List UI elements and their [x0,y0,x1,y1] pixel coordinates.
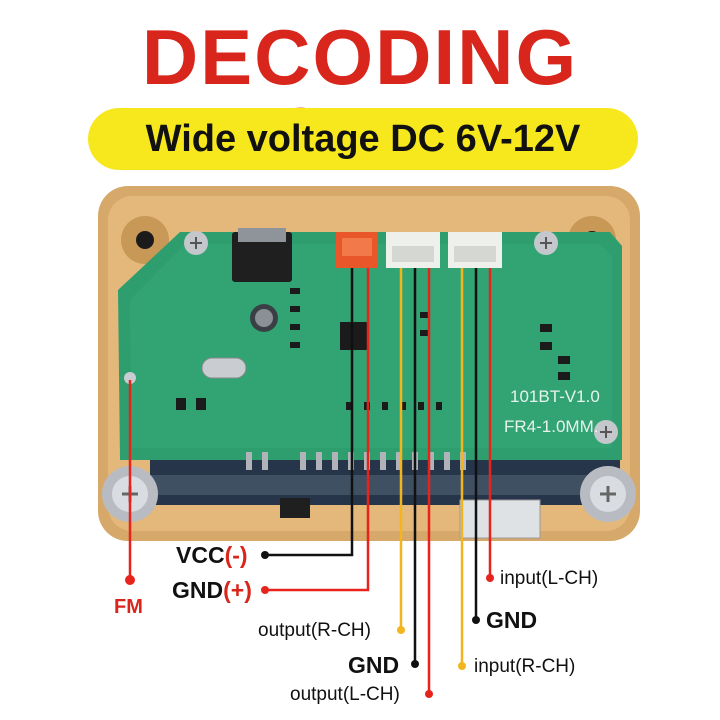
crystal [201,357,247,379]
gnd-left-name: GND [172,577,224,603]
regulator [232,232,292,282]
usb-port [459,499,541,539]
label-output-l: output(L-CH) [290,684,400,705]
voltage-badge: Wide voltage DC 6V-12V [88,108,638,170]
label-input-r: input(R-CH) [474,656,576,677]
label-gnd-center: GND [348,652,400,678]
label-fm: FM [114,596,143,618]
label-input-l: input(L-CH) [500,568,599,589]
label-vcc: VCC(-) [176,544,248,567]
fm-pad [124,372,136,384]
board-material: FR4-1.0MM. [504,417,598,436]
board-model: 101BT-V1.0 [510,387,600,406]
gnd-left-sign: (+) [223,577,252,603]
vcc-sign: (-) [224,542,248,568]
vcc-name: VCC [176,542,225,568]
wire-vcc [265,268,354,557]
label-gnd-left: GND(+) [172,579,252,602]
wire-gnd-left [265,268,370,592]
label-output-r: output(R-CH) [258,620,371,641]
ic-chip [340,322,368,350]
voltage-text: Wide voltage DC 6V-12V [145,117,581,160]
label-gnd-right: GND [486,607,538,633]
